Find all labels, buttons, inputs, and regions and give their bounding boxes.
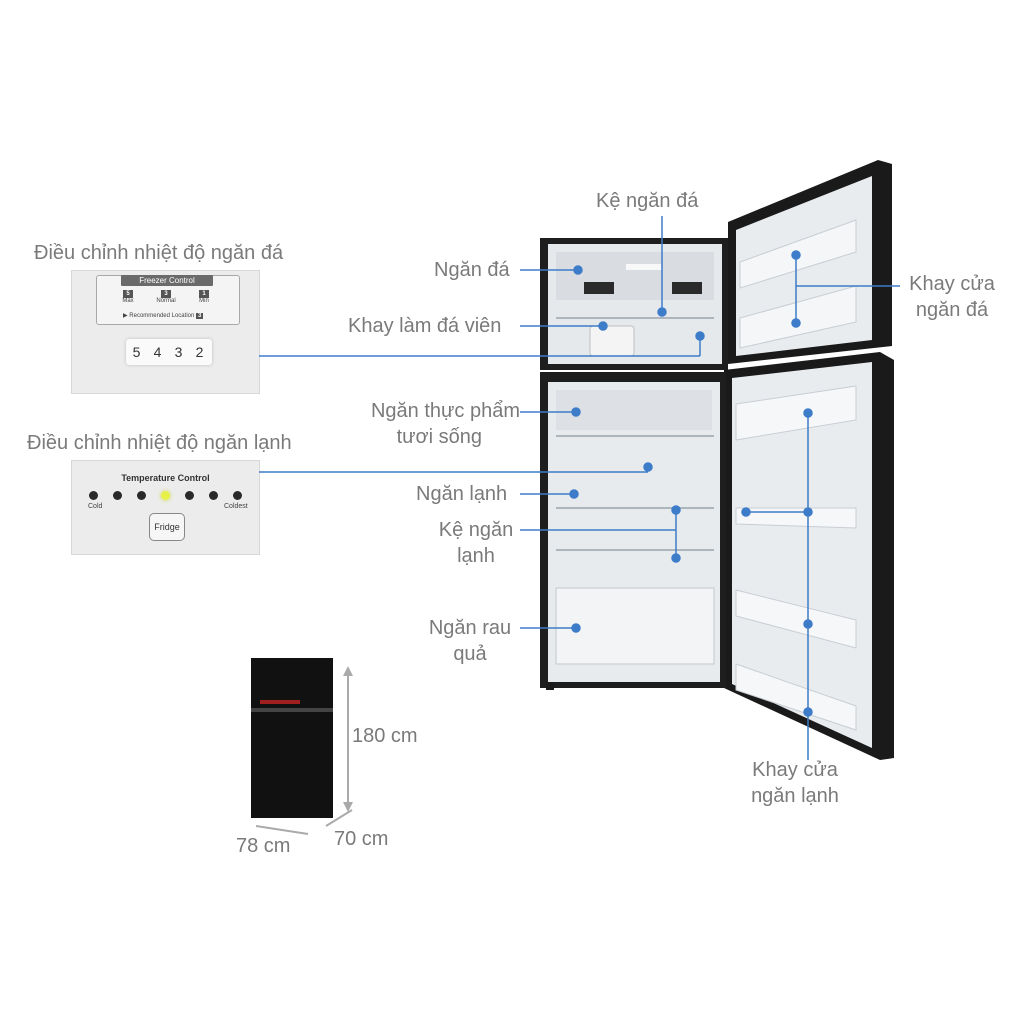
temperature-level-dot	[113, 491, 122, 500]
fridge-button: Fridge	[149, 513, 185, 541]
label-ngan-lanh: Ngăn lạnh	[416, 483, 508, 505]
fridge-control-panel: Temperature Control Cold Coldest Fridge	[71, 460, 260, 555]
dial-digit: 2	[195, 344, 204, 360]
ice-tray	[589, 325, 635, 357]
dimension-height: 180 cm	[352, 725, 418, 747]
callouts	[259, 216, 900, 760]
label-ngan-da: Ngăn đá	[434, 259, 510, 281]
dial-digit: 5	[132, 344, 141, 360]
temperature-level-dot	[233, 491, 242, 500]
dial-digit: 4	[153, 344, 162, 360]
freezer-control-title: Freezer Control	[121, 275, 213, 286]
dimension-depth: 70 cm	[334, 828, 389, 850]
fridge-control-heading: Điều chỉnh nhiệt độ ngăn lạnh	[27, 432, 292, 454]
temperature-level-dot	[89, 491, 98, 500]
temperature-level-dot	[161, 491, 170, 500]
refrigerator-thumbnail	[251, 658, 333, 818]
temperature-control-title: Temperature Control	[121, 473, 210, 483]
label-khay-lam-da-vien: Khay làm đá viên	[348, 315, 502, 337]
temperature-level-dot	[185, 491, 194, 500]
coldest-label: Coldest	[224, 503, 248, 510]
dimension-width: 78 cm	[236, 835, 291, 857]
freezer-control-heading: Điều chỉnh nhiệt độ ngăn đá	[34, 242, 284, 264]
vegetable-drawer	[555, 587, 715, 665]
temperature-level-dot	[137, 491, 146, 500]
label-ke-ngan-da: Kệ ngăn đá	[596, 190, 699, 212]
freezer-recommended: ▶ Recommended Location 3	[123, 313, 204, 319]
dial-digit: 3	[174, 344, 183, 360]
cold-label: Cold	[88, 503, 103, 510]
temperature-level-dot	[209, 491, 218, 500]
